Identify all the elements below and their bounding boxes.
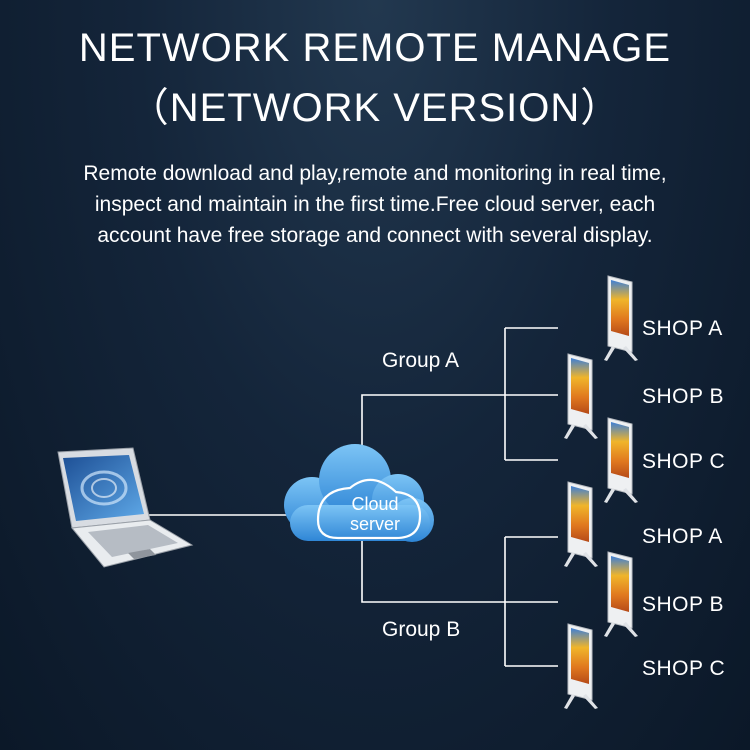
description-line: account have free storage and connect wi… <box>97 224 653 247</box>
group-a-shop-c-label: SHOP C <box>642 450 726 473</box>
group-a-label: Group A <box>382 349 460 372</box>
description: Remote download and play,remote and moni… <box>0 158 750 251</box>
group-b-label: Group B <box>382 618 461 641</box>
cloud-label-line: Cloud <box>351 494 399 514</box>
kiosk-display-icon <box>603 275 639 362</box>
kiosk-display-icon <box>563 353 599 440</box>
kiosk-display-icon <box>603 417 639 504</box>
description-line: inspect and maintain in the first time.F… <box>94 193 656 216</box>
page-title: NETWORK REMOTE MANAGE <box>78 26 672 70</box>
group-b-shop-b-label: SHOP B <box>642 593 724 616</box>
group-b-shop-a-label: SHOP A <box>642 525 723 548</box>
group-a-shop-a-label: SHOP A <box>642 317 723 340</box>
laptop-icon <box>57 447 194 568</box>
connection-lines <box>148 327 558 667</box>
kiosk-display-icon <box>563 623 599 710</box>
cloud-label-line: server <box>349 514 400 534</box>
kiosk-display-icon <box>563 481 599 568</box>
cloud-server-icon <box>284 444 434 542</box>
description-line: Remote download and play,remote and moni… <box>83 162 667 185</box>
page-subtitle: （NETWORK VERSION） <box>128 86 622 130</box>
kiosk-display-icon <box>603 551 639 638</box>
cloud-label: Cloud server <box>330 494 420 534</box>
group-a-shop-b-label: SHOP B <box>642 385 724 408</box>
group-b-shop-c-label: SHOP C <box>642 657 726 680</box>
